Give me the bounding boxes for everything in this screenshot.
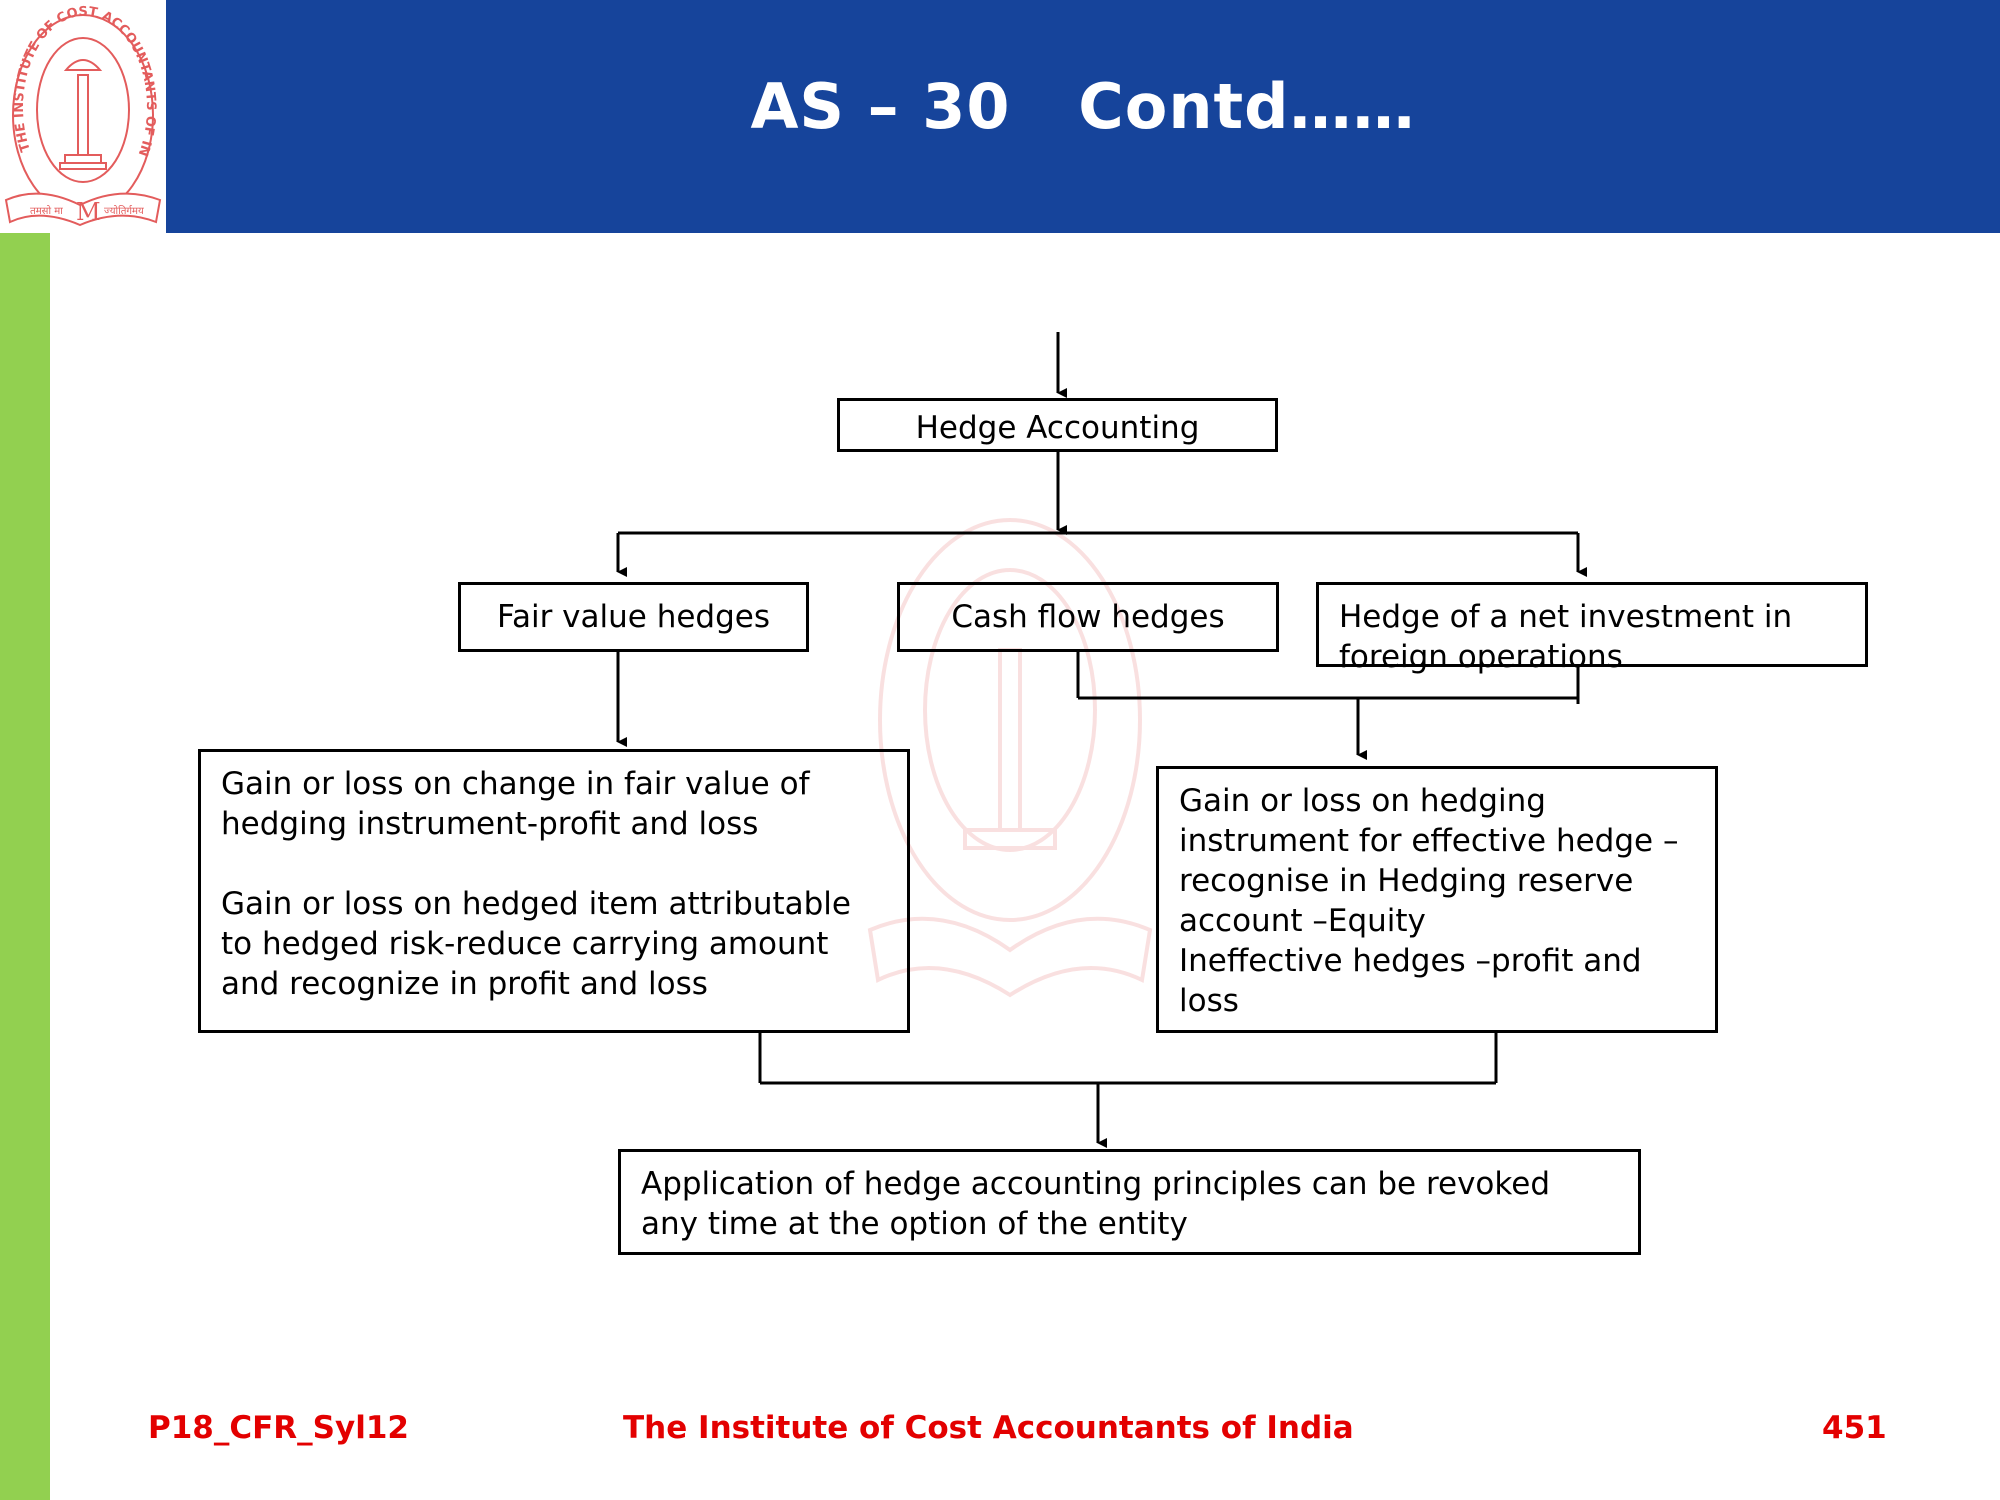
title-bar [166, 0, 2000, 233]
slide-title: AS – 30 Contd…… [750, 70, 1416, 143]
hedge-accounting-label: Hedge Accounting [915, 410, 1200, 446]
logo-right-banner: ज्योतिर्गमय [104, 205, 144, 217]
conclusion-text: Application of hedge accounting principl… [641, 1166, 1550, 1242]
cash-flow-result-box: Gain or loss on hedging instrument for e… [1156, 766, 1718, 1033]
fair-value-hedges-box: Fair value hedges [458, 582, 809, 652]
net-investment-box: Hedge of a net investment in foreign ope… [1316, 582, 1868, 675]
fair-value-result-box: Gain or loss on change in fair value of … [198, 749, 910, 1033]
fair-value-result-text: Gain or loss on change in fair value of … [221, 766, 851, 1002]
logo-monogram: M [76, 198, 101, 226]
cash-flow-result-text: Gain or loss on hedging instrument for e… [1179, 783, 1679, 1019]
net-investment-label: Hedge of a net investment in foreign ope… [1339, 599, 1793, 675]
conclusion-box: Application of hedge accounting principl… [618, 1149, 1641, 1255]
logo-watermark [850, 490, 1170, 1010]
logo-left-banner: तमसो मा [30, 205, 63, 217]
page-number: 451 [1822, 1410, 1887, 1446]
hedge-accounting-box: Hedge Accounting [837, 398, 1278, 452]
footer-code: P18_CFR_Syl12 [148, 1410, 409, 1446]
footer-institute: The Institute of Cost Accountants of Ind… [623, 1410, 1354, 1446]
institute-logo: THE INSTITUTE OF COST ACCOUNTANTS OF IND… [0, 0, 166, 233]
cash-flow-hedges-box: Cash flow hedges [897, 582, 1279, 652]
accent-sidebar [0, 233, 50, 1500]
fair-value-hedges-label: Fair value hedges [496, 599, 771, 635]
cash-flow-hedges-label: Cash flow hedges [951, 599, 1225, 635]
